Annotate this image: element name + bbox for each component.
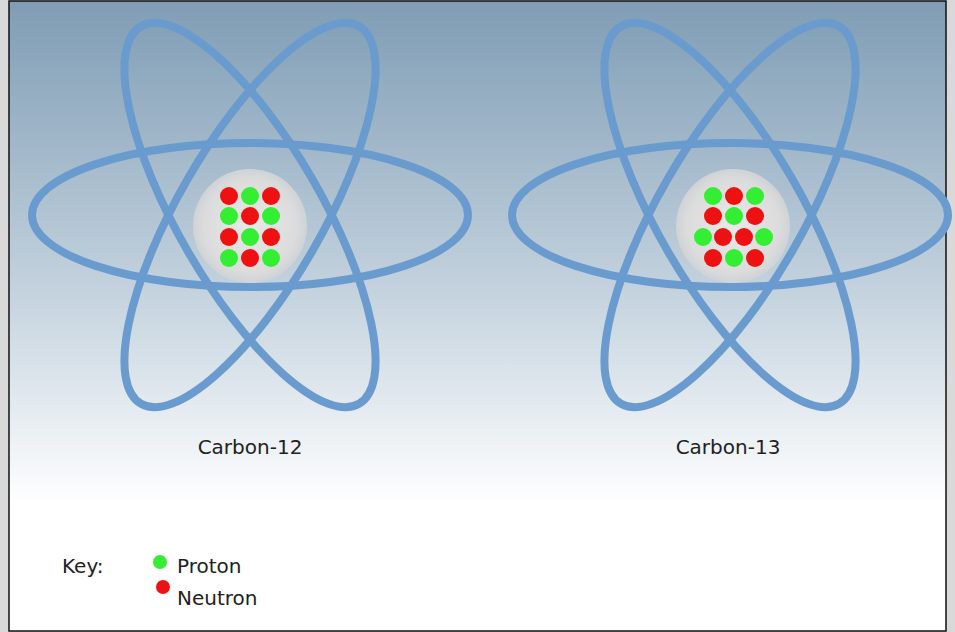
- legend-text: Proton: [177, 554, 241, 578]
- atom-caption: Carbon-12: [198, 435, 303, 459]
- nucleus: [676, 169, 790, 283]
- legend-swatch: [156, 580, 170, 594]
- orbit: [79, 0, 422, 440]
- nucleons: [220, 187, 280, 267]
- carbon-12-atom: [32, 0, 468, 440]
- orbit: [32, 143, 468, 287]
- orbit: [559, 0, 902, 440]
- panel: [9, 1, 946, 631]
- orbit: [512, 143, 948, 287]
- key-label: Key:: [62, 554, 104, 578]
- orbit: [559, 0, 902, 440]
- carbon-13-atom: [512, 0, 948, 440]
- atom-caption: Carbon-13: [676, 435, 781, 459]
- nucleus: [193, 169, 307, 283]
- orbit: [79, 0, 422, 440]
- legend-swatch: [153, 555, 167, 569]
- legend-text: Neutron: [177, 586, 257, 610]
- nucleons: [694, 187, 773, 267]
